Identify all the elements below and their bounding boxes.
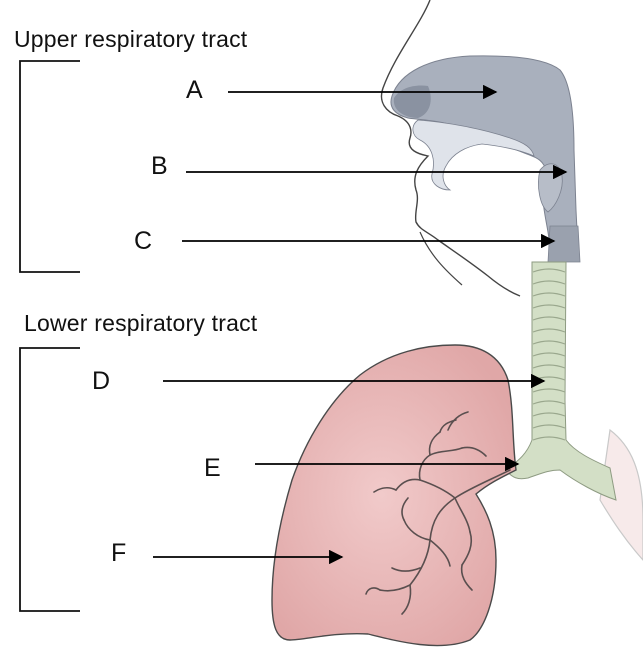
lower-respiratory-tract-title: Lower respiratory tract [24, 310, 257, 337]
lung-shape [272, 345, 516, 646]
lower-tract-bracket [20, 348, 80, 611]
neck-outline [420, 232, 462, 285]
label-b: B [151, 154, 168, 179]
label-a: A [186, 78, 203, 103]
label-d: D [92, 369, 110, 394]
upper-tract-bracket [20, 61, 80, 272]
label-c: C [134, 229, 152, 254]
label-f: F [111, 541, 126, 566]
label-e: E [204, 456, 221, 481]
larynx-shape [548, 226, 580, 262]
upper-respiratory-tract-title: Upper respiratory tract [14, 26, 247, 53]
